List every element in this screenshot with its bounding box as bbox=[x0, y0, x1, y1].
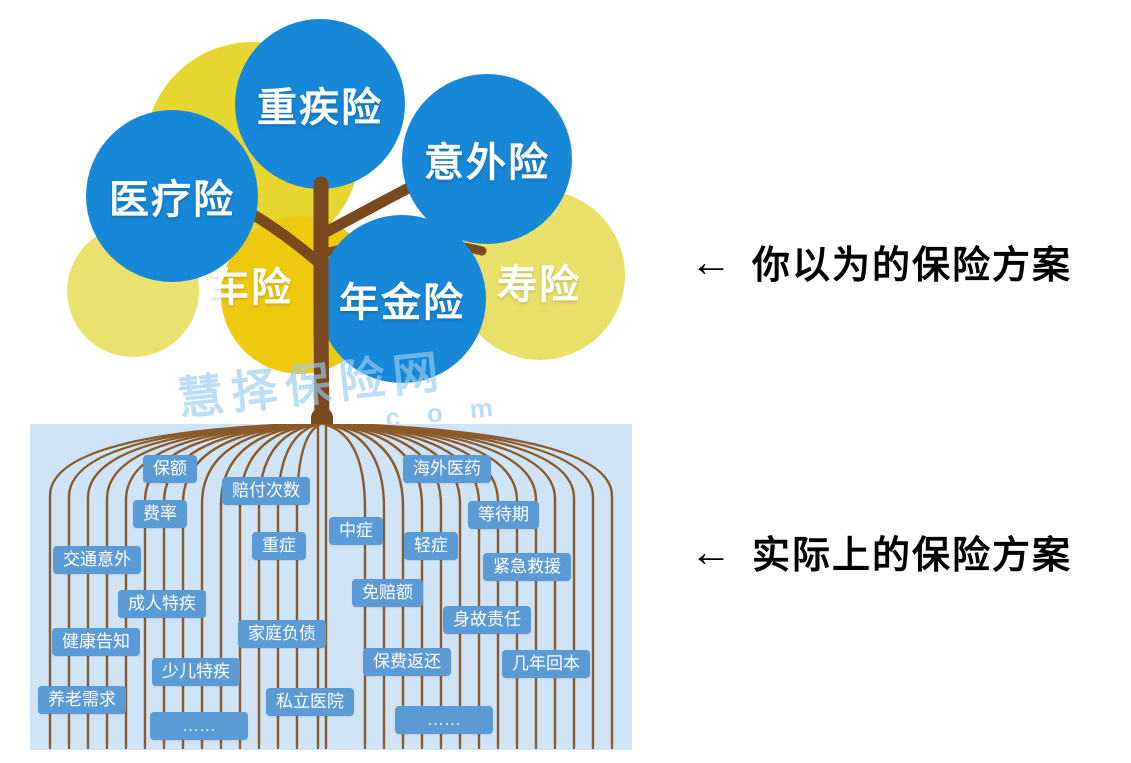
medical-insurance-label: 医疗险 bbox=[109, 178, 235, 222]
root-tag: 等待期 bbox=[468, 501, 539, 530]
root-tag-ellipsis: …… bbox=[395, 706, 493, 735]
root-tag: 免赔额 bbox=[352, 579, 423, 608]
circle-annuity-insurance: 年金险 bbox=[318, 215, 486, 383]
root-tag: 海外医药 bbox=[403, 455, 491, 484]
root-tag: 交通意外 bbox=[53, 546, 141, 575]
root-tag: 轻症 bbox=[404, 532, 458, 561]
roots-graphic bbox=[48, 424, 614, 750]
root-tag: 保费返还 bbox=[363, 648, 451, 677]
root-tag: 健康告知 bbox=[52, 628, 140, 657]
annuity-insurance-label: 年金险 bbox=[339, 281, 465, 325]
root-tag: 少儿特疾 bbox=[152, 658, 240, 687]
circle-accident-insurance: 意外险 bbox=[402, 74, 572, 244]
root-tag: 重症 bbox=[252, 532, 306, 561]
root-tag: 私立医院 bbox=[266, 688, 354, 717]
root-tag: 费率 bbox=[133, 500, 187, 529]
annotation-actual-plan-text: 实际上的保险方案 bbox=[752, 535, 1073, 577]
root-tag: 紧急救援 bbox=[483, 553, 571, 582]
car-insurance-label: 车险 bbox=[209, 266, 293, 310]
root-tag: 保额 bbox=[143, 455, 197, 484]
root-tag: 成人特疾 bbox=[118, 590, 206, 619]
roots-panel: 保额 赔付次数 海外医药 费率 中症 等待期 重症 轻症 交通意外 紧急救援 成… bbox=[30, 424, 632, 750]
root-tag: 家庭负债 bbox=[238, 620, 326, 649]
annotation-actual-plan: ← 实际上的保险方案 bbox=[690, 524, 1072, 579]
root-tag: 养老需求 bbox=[38, 686, 126, 715]
root-tag: 身故责任 bbox=[443, 606, 531, 635]
root-tag: 赔付次数 bbox=[222, 477, 310, 506]
circle-critical-illness-insurance: 重疾险 bbox=[235, 19, 405, 189]
root-tag: 几年回本 bbox=[502, 650, 590, 679]
life-insurance-label: 寿险 bbox=[497, 263, 581, 307]
annotation-expected-plan-text: 你以为的保险方案 bbox=[752, 245, 1073, 287]
left-arrow-icon: ← bbox=[690, 237, 732, 285]
accident-insurance-label: 意外险 bbox=[424, 141, 550, 185]
annotation-expected-plan: ← 你以为的保险方案 bbox=[690, 234, 1072, 289]
critical-illness-label: 重疾险 bbox=[257, 86, 383, 130]
circle-medical-insurance: 医疗险 bbox=[86, 110, 258, 282]
left-arrow-icon: ← bbox=[690, 527, 732, 575]
root-tag-ellipsis: …… bbox=[150, 712, 248, 741]
root-tag: 中症 bbox=[329, 517, 383, 546]
